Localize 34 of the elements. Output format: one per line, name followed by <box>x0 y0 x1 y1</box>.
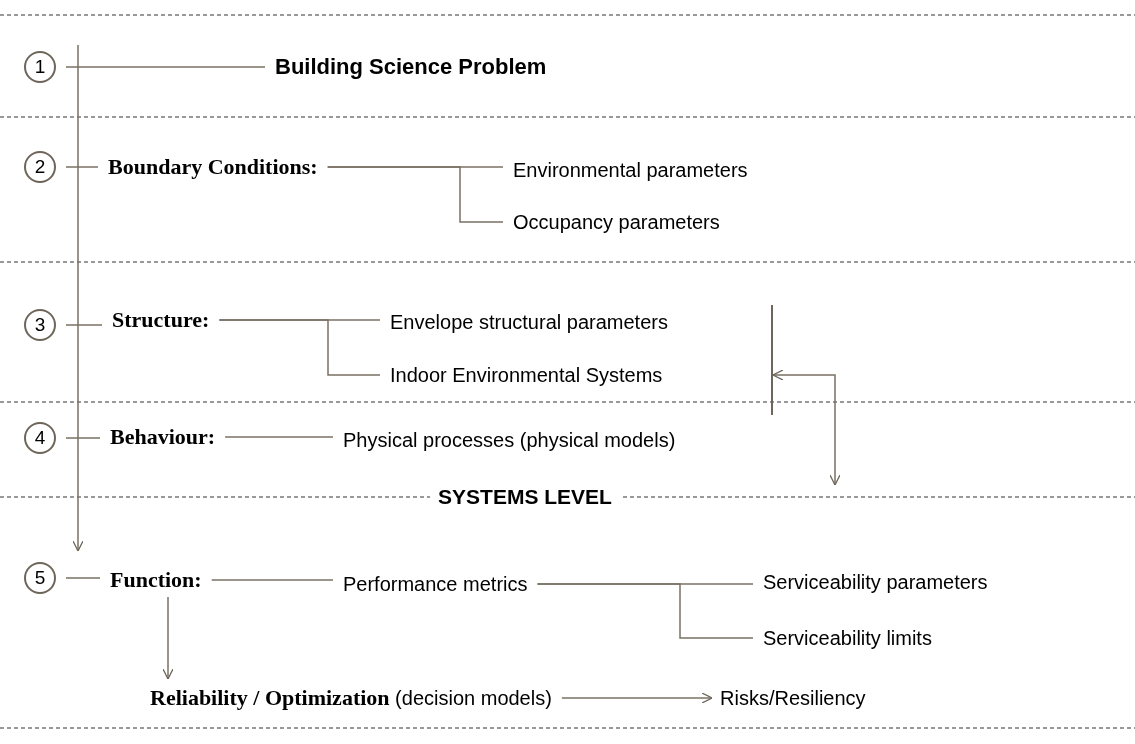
connector-line <box>326 166 504 223</box>
arrow <box>162 596 174 680</box>
item-label: Indoor Environmental Systems <box>390 363 663 387</box>
arrow <box>72 44 84 552</box>
item-label: Serviceability parameters <box>763 570 988 594</box>
item-label: Physical processes (physical models) <box>343 428 676 452</box>
connector-line <box>65 324 103 326</box>
heading-text: Building Science Problem <box>275 54 547 80</box>
connector-line <box>536 583 754 639</box>
item-label: Occupancy parameters <box>513 210 720 234</box>
item-label: Serviceability limits <box>763 626 932 650</box>
item-label: Environmental parameters <box>513 158 748 182</box>
connector-line <box>65 437 101 439</box>
category-label: Function: <box>110 567 202 593</box>
category-label: Reliability / Optimization (decision models) <box>150 685 552 711</box>
arrow <box>561 692 713 704</box>
connector-line <box>224 436 334 438</box>
category-label: Behaviour: <box>110 424 216 450</box>
connector-line <box>65 66 266 68</box>
connector-line <box>65 577 101 579</box>
connector-line <box>218 319 381 376</box>
number-circle: 5 <box>24 562 56 594</box>
category-label: Boundary Conditions: <box>108 154 318 180</box>
number-circle: 4 <box>24 422 56 454</box>
category-label: Structure: <box>112 307 210 333</box>
number-circle: 1 <box>24 51 56 83</box>
number-circle: 2 <box>24 151 56 183</box>
number-circle: 3 <box>24 309 56 341</box>
item-label: Risks/Resiliency <box>720 686 866 710</box>
connector-line <box>210 579 334 581</box>
arrow <box>772 369 841 486</box>
item-label: Envelope structural parameters <box>390 310 668 334</box>
item-label: Performance metrics <box>343 572 528 596</box>
connector-line <box>65 166 99 168</box>
